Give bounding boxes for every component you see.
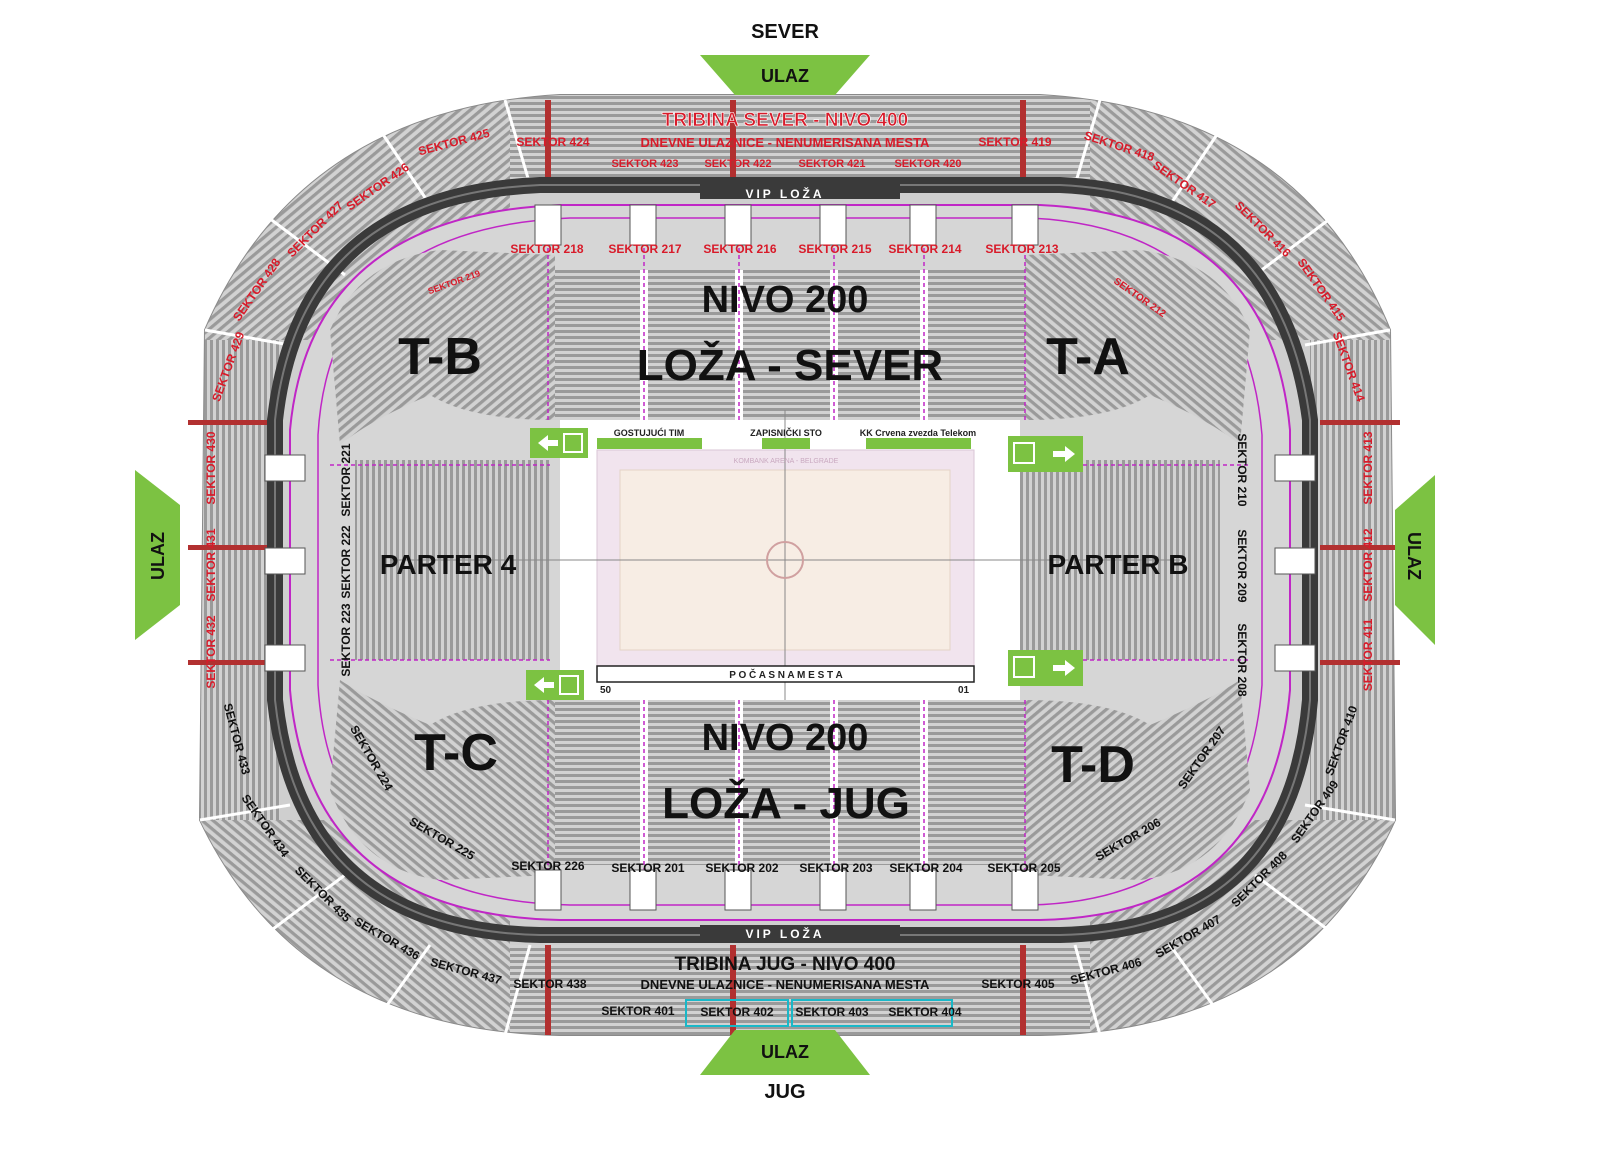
sector-216[interactable]: SEKTOR 216 [703, 242, 776, 256]
vip-loza-south: VIP LOŽA [745, 926, 824, 941]
sector-210[interactable]: SEKTOR 210 [1235, 433, 1249, 506]
sector-204[interactable]: SEKTOR 204 [889, 861, 962, 875]
tribina-sever-subtitle: DNEVNE ULAZNICE - NENUMERISANA MESTA [641, 135, 931, 150]
corner-ta-label: T-A [1046, 328, 1130, 386]
sector-432[interactable]: SEKTOR 432 [204, 615, 218, 688]
corner-tc-label: T-C [414, 724, 498, 782]
sector-208[interactable]: SEKTOR 208 [1235, 623, 1249, 696]
sector-422[interactable]: SEKTOR 422 [704, 158, 771, 170]
label-zapisnicki-sto: ZAPISNIČKI STO [750, 427, 822, 438]
nivo-200-north: NIVO 200 [702, 279, 869, 321]
compass-south: JUG [764, 1081, 805, 1103]
sector-215[interactable]: SEKTOR 215 [798, 242, 871, 256]
entrance-east[interactable]: ULAZ [1395, 475, 1435, 645]
sector-430[interactable]: SEKTOR 430 [204, 431, 218, 504]
nivo-200-south: NIVO 200 [702, 717, 869, 759]
sector-411[interactable]: SEKTOR 411 [1361, 618, 1375, 691]
exit-sign-ne [1008, 436, 1083, 472]
sector-202[interactable]: SEKTOR 202 [705, 861, 778, 875]
label-arena-name: KOMBANK ARENA - BELGRADE [734, 458, 839, 465]
court-area [390, 410, 1180, 700]
parter-west-label: PARTER 4 [380, 549, 517, 580]
sector-223[interactable]: SEKTOR 223 [339, 603, 353, 676]
entrance-east-label: ULAZ [1404, 532, 1424, 580]
entrance-north-label: ULAZ [761, 66, 809, 86]
sector-403[interactable]: SEKTOR 403 [795, 1005, 868, 1019]
tribina-sever-title: TRIBINA SEVER - NIVO 400 [662, 110, 908, 131]
sector-201[interactable]: SEKTOR 201 [611, 861, 684, 875]
sector-423[interactable]: SEKTOR 423 [611, 158, 678, 170]
sector-402-box [685, 999, 789, 1027]
sector-205[interactable]: SEKTOR 205 [987, 861, 1060, 875]
sector-213[interactable]: SEKTOR 213 [985, 242, 1058, 256]
label-seat-50: 50 [600, 685, 612, 696]
sector-424[interactable]: SEKTOR 424 [516, 135, 589, 149]
vip-ring [267, 177, 1318, 943]
sector-438[interactable]: SEKTOR 438 [513, 977, 586, 991]
corner-tb-label: T-B [398, 328, 482, 386]
sector-221[interactable]: SEKTOR 221 [339, 443, 353, 516]
exit-sign-nw [530, 428, 588, 458]
entrance-north[interactable]: ULAZ [700, 55, 870, 95]
sector-209[interactable]: SEKTOR 209 [1235, 529, 1249, 602]
sector-218[interactable]: SEKTOR 218 [510, 242, 583, 256]
sector-402[interactable]: SEKTOR 402 [700, 1005, 773, 1019]
tribina-jug-title: TRIBINA JUG - NIVO 400 [674, 954, 895, 975]
sector-226[interactable]: SEKTOR 226 [511, 859, 584, 873]
exit-sign-se [1008, 650, 1083, 686]
entrance-west[interactable]: ULAZ [135, 470, 180, 640]
sector-401[interactable]: SEKTOR 401 [601, 1004, 674, 1018]
sector-413[interactable]: SEKTOR 413 [1361, 431, 1375, 504]
sector-404[interactable]: SEKTOR 404 [888, 1005, 961, 1019]
compass-north: SEVER [751, 21, 819, 43]
tribina-jug-subtitle: DNEVNE ULAZNICE - NENUMERISANA MESTA [641, 977, 931, 992]
vip-loza-north: VIP LOŽA [745, 186, 824, 201]
sector-203[interactable]: SEKTOR 203 [799, 861, 872, 875]
loza-jug-label: LOŽA - JUG [662, 778, 910, 828]
sector-403-404-box [791, 999, 953, 1027]
label-home-team: KK Crvena zvezda Telekom [860, 428, 976, 438]
sector-222[interactable]: SEKTOR 222 [339, 525, 353, 598]
label-seat-01: 01 [958, 685, 970, 696]
corner-td-label: T-D [1051, 736, 1135, 794]
label-gostujuci-tim: GOSTUJUĆI TIM [614, 427, 685, 438]
sector-214[interactable]: SEKTOR 214 [888, 242, 961, 256]
sector-420[interactable]: SEKTOR 420 [894, 158, 961, 170]
sector-412[interactable]: SEKTOR 412 [1361, 528, 1375, 601]
entrance-south[interactable]: ULAZ [700, 1030, 870, 1075]
sector-217[interactable]: SEKTOR 217 [608, 242, 681, 256]
sector-419[interactable]: SEKTOR 419 [978, 135, 1051, 149]
loza-sever-label: LOŽA - SEVER [637, 340, 943, 390]
sector-431[interactable]: SEKTOR 431 [204, 528, 218, 601]
sector-421[interactable]: SEKTOR 421 [798, 158, 865, 170]
entrance-south-label: ULAZ [761, 1042, 809, 1062]
exit-sign-sw [526, 670, 584, 700]
sector-405[interactable]: SEKTOR 405 [981, 977, 1054, 991]
label-pocasna-mesta: P O Č A S N A M E S T A [729, 668, 843, 681]
entrance-west-label: ULAZ [148, 532, 168, 580]
parter-east-label: PARTER B [1047, 549, 1188, 580]
